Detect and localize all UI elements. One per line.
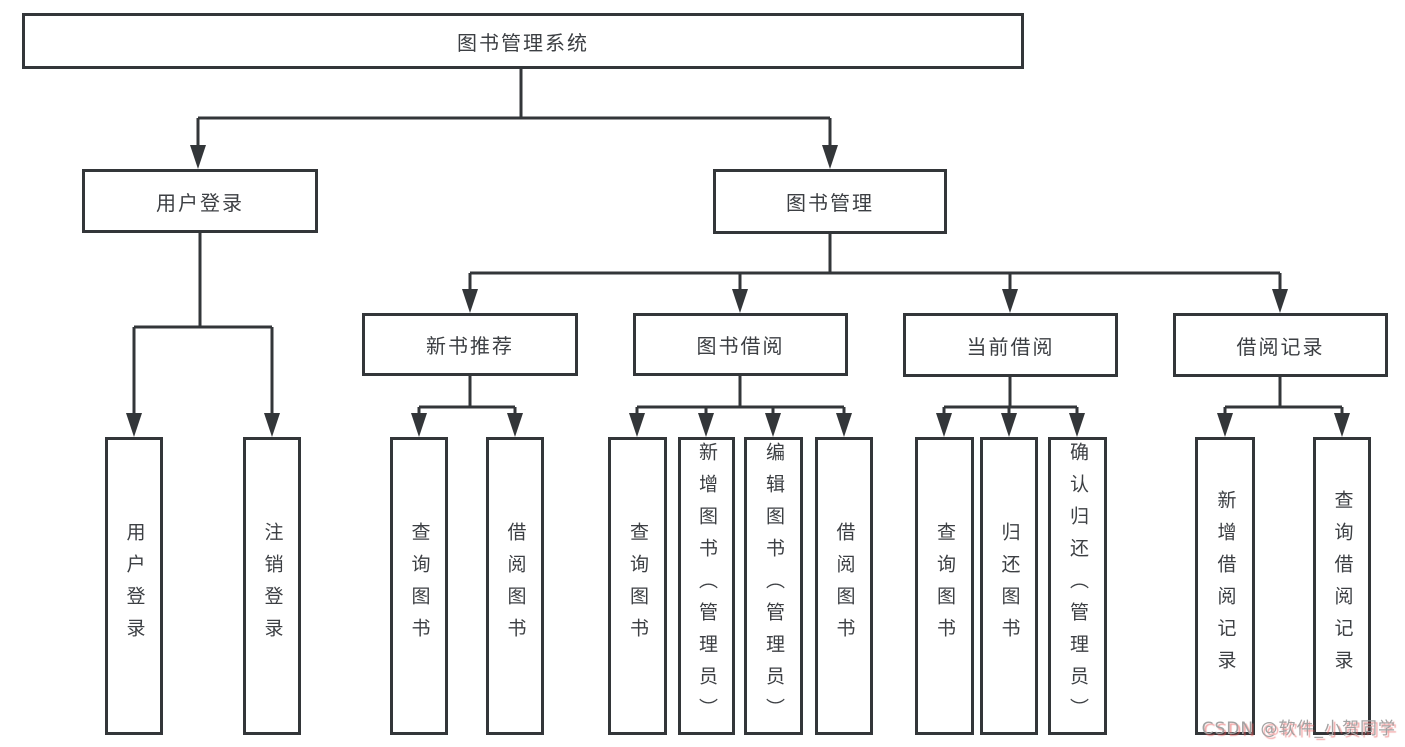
- leaf-logout: 注销登录: [243, 437, 301, 735]
- node-borrowing-records-label: 借阅记录: [1236, 334, 1325, 359]
- node-book-borrowing: 图书借阅: [633, 313, 848, 376]
- leaf-borrow-books-recommend-label: 借阅图书: [504, 522, 527, 650]
- leaf-return-books-label: 归还图书: [998, 522, 1021, 650]
- leaf-query-books-recommend-label: 查询图书: [408, 522, 431, 650]
- leaf-query-borrow-record-label: 查询借阅记录: [1331, 490, 1354, 682]
- leaf-query-borrow-record: 查询借阅记录: [1313, 437, 1371, 735]
- node-new-book-recommend-label: 新书推荐: [426, 334, 514, 358]
- leaf-confirm-return-admin: 确认归还（管理员）: [1048, 437, 1107, 735]
- node-root-label: 图书管理系统: [457, 30, 589, 55]
- leaf-add-books-admin-label: 新增图书（管理员）: [696, 442, 718, 730]
- node-current-borrowing-label: 当前借阅: [966, 334, 1055, 359]
- leaf-add-borrow-record-label: 新增借阅记录: [1214, 490, 1237, 682]
- node-new-book-recommend: 新书推荐: [362, 313, 578, 376]
- node-user-login-label: 用户登录: [156, 190, 244, 215]
- leaf-borrow-books-label: 借阅图书: [833, 522, 856, 650]
- leaf-borrow-books: 借阅图书: [815, 437, 873, 735]
- csdn-watermark: CSDN @软件_小贺同学: [1201, 719, 1396, 739]
- leaf-user-login: 用户登录: [105, 437, 163, 735]
- leaf-query-books-current-label: 查询图书: [934, 522, 956, 650]
- node-current-borrowing: 当前借阅: [903, 313, 1118, 377]
- leaf-return-books: 归还图书: [980, 437, 1038, 735]
- leaf-add-borrow-record: 新增借阅记录: [1195, 437, 1255, 735]
- leaf-borrow-books-recommend: 借阅图书: [486, 437, 544, 735]
- leaf-confirm-return-admin-label: 确认归还（管理员）: [1067, 442, 1089, 730]
- leaf-user-login-label: 用户登录: [123, 522, 146, 650]
- leaf-query-books-borrow: 查询图书: [608, 437, 667, 735]
- node-book-borrowing-label: 图书借阅: [696, 334, 785, 358]
- node-book-management-label: 图书管理: [786, 191, 874, 215]
- leaf-query-books-recommend: 查询图书: [390, 437, 448, 735]
- node-book-management: 图书管理: [713, 169, 947, 234]
- node-root: 图书管理系统: [22, 13, 1024, 69]
- leaf-edit-books-admin: 编辑图书（管理员）: [744, 437, 803, 735]
- leaf-edit-books-admin-label: 编辑图书（管理员）: [763, 442, 785, 730]
- leaf-logout-label: 注销登录: [261, 522, 284, 650]
- node-user-login: 用户登录: [82, 169, 318, 233]
- node-borrowing-records: 借阅记录: [1173, 313, 1388, 377]
- arrowheads: [126, 145, 1350, 437]
- leaf-query-books-borrow-label: 查询图书: [627, 522, 649, 650]
- leaf-add-books-admin: 新增图书（管理员）: [678, 437, 735, 735]
- leaf-query-books-current: 查询图书: [915, 437, 974, 735]
